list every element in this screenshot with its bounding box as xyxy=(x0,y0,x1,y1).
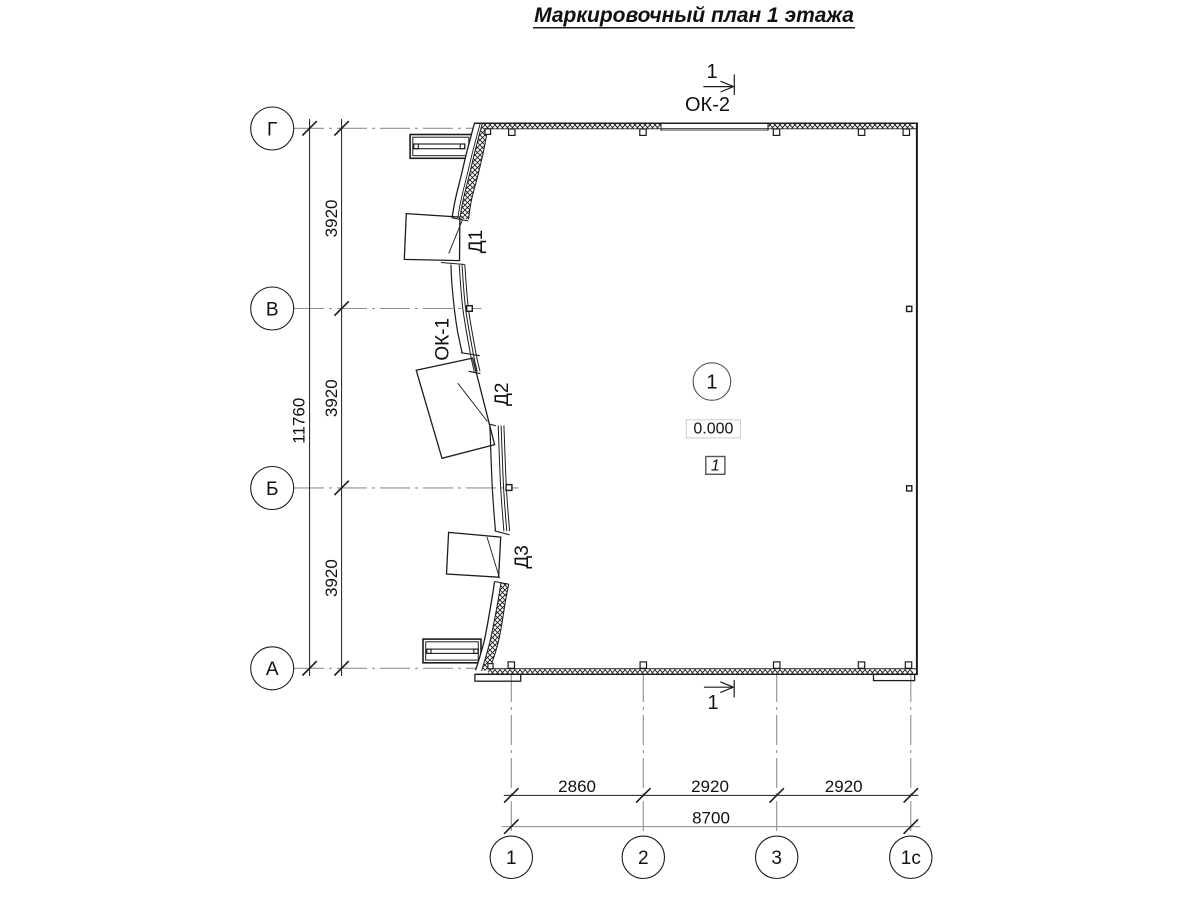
svg-text:ОК-2: ОК-2 xyxy=(685,94,730,116)
svg-text:Б: Б xyxy=(266,479,278,500)
svg-text:А: А xyxy=(266,659,279,680)
svg-text:Д1: Д1 xyxy=(466,230,487,253)
svg-text:1: 1 xyxy=(706,61,717,83)
svg-text:3920: 3920 xyxy=(322,379,341,417)
svg-text:В: В xyxy=(266,299,279,320)
svg-text:11760: 11760 xyxy=(290,398,309,444)
svg-text:2: 2 xyxy=(638,848,649,869)
svg-text:8700: 8700 xyxy=(692,809,730,828)
svg-text:1: 1 xyxy=(707,692,718,714)
svg-text:3920: 3920 xyxy=(322,199,341,237)
svg-text:Д2: Д2 xyxy=(492,383,513,406)
svg-text:1с: 1с xyxy=(901,848,921,869)
svg-text:1: 1 xyxy=(706,371,717,393)
svg-text:1: 1 xyxy=(711,457,720,474)
svg-text:2860: 2860 xyxy=(558,777,596,796)
svg-text:2920: 2920 xyxy=(691,777,729,796)
svg-text:ОК-1: ОК-1 xyxy=(432,318,453,361)
svg-text:0.000: 0.000 xyxy=(693,421,733,438)
svg-text:3: 3 xyxy=(771,848,782,869)
svg-text:Маркировочный план 1 этажа: Маркировочный план 1 этажа xyxy=(534,4,854,27)
svg-text:3920: 3920 xyxy=(322,559,341,597)
svg-text:Д3: Д3 xyxy=(512,545,533,568)
svg-text:2920: 2920 xyxy=(825,777,863,796)
svg-text:Г: Г xyxy=(267,119,277,140)
svg-text:1: 1 xyxy=(506,848,517,869)
